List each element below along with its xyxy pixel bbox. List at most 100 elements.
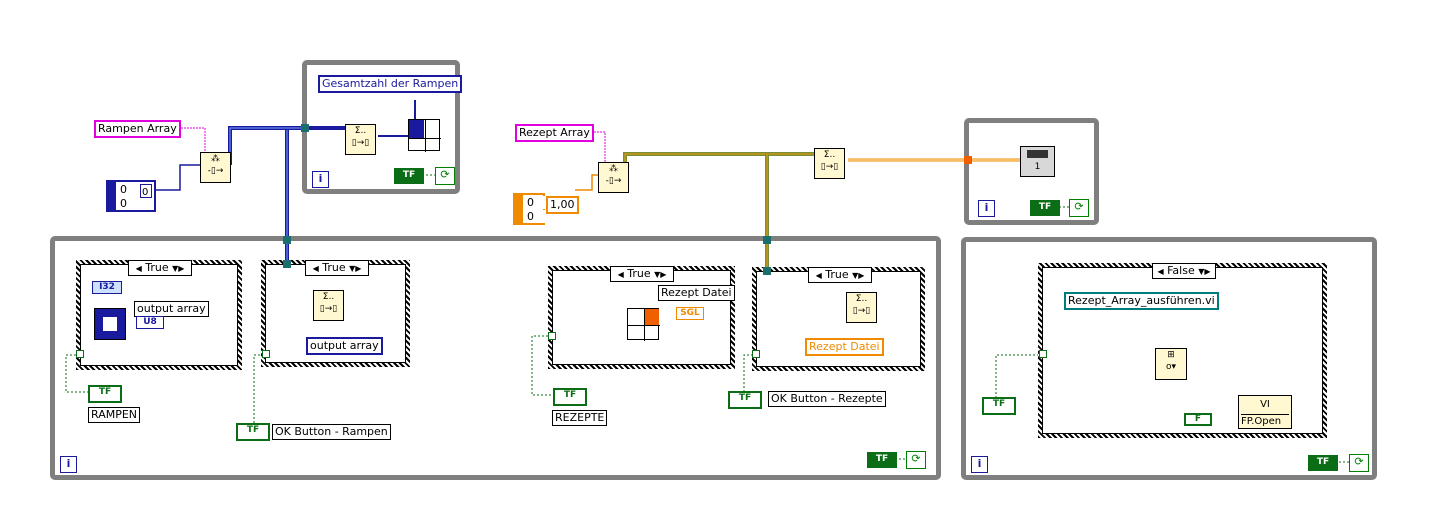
true-constant-main[interactable]: TF [867,452,897,468]
rampen-boolean[interactable]: TF [88,385,122,403]
true-constant-bottom-right[interactable]: TF [1308,455,1338,471]
case-selector-false-label: False [1167,264,1195,277]
output-array-indicator[interactable]: output array [306,337,383,355]
rezept-const-b: 0 [525,210,545,223]
while-loop-bottom-right [961,237,1377,480]
stop-terminal[interactable]: ⟳ [435,167,455,185]
case-selector-3-label: True [627,267,651,280]
build-array-node-rezept[interactable]: ⁂-▯→ [598,162,629,193]
rezept-array-label: Rezept Array [519,126,590,139]
case-selector-1[interactable]: ◀ True ▼▶ [128,260,192,276]
case-selector-terminal [1039,350,1047,358]
vi-path-constant[interactable]: Rezept_Array_ausführen.vi [1064,292,1219,310]
case-dropdown-arrow[interactable]: ▼▶ [852,271,865,280]
rampen-constant-array[interactable]: 0 0 0 [106,180,156,212]
vi-call-node[interactable]: 1 [1020,146,1055,177]
case-selector-3[interactable]: ◀ True ▼▶ [610,266,674,282]
rampen-const-c: 0 [142,187,149,198]
stop-terminal-top-right[interactable]: ⟳ [1069,199,1089,217]
case-dropdown-arrow[interactable]: ▼▶ [172,264,185,273]
tf-glyph: TF [402,170,416,180]
stop-terminal-bottom-right[interactable]: ⟳ [1349,454,1369,472]
u8-indicator[interactable]: U8 [136,316,164,329]
iteration-terminal-main: i [60,456,77,473]
rezepte-boolean[interactable]: TF [553,388,587,406]
rezept-datei-indicator[interactable]: Rezept Datei [805,338,884,356]
array-size-node-case4[interactable]: Σ..▯→▯ [846,292,877,323]
array-size-node[interactable]: Σ..▯→▯ [345,124,376,155]
array-size-node-case2[interactable]: Σ..▯→▯ [313,290,344,321]
tunnel-rezept [763,236,771,244]
case-dropdown-arrow[interactable]: ▼▶ [654,270,667,279]
rampen-array-label: Rampen Array [98,122,177,135]
vi-call-index: 1 [1034,162,1041,172]
output-array-text: output array [310,339,379,352]
right-loop-boolean[interactable]: TF [982,397,1016,415]
case-dropdown-arrow[interactable]: ▼▶ [1198,267,1211,276]
case-selector-2[interactable]: ◀ True ▼▶ [305,260,369,276]
case-selector-terminal [262,350,270,358]
tunnel-orange [964,156,972,164]
false-constant[interactable]: F [1184,413,1212,426]
rampen-boolean-label: RAMPEN [88,407,141,423]
true-constant[interactable]: TF [394,168,424,184]
u8-label: U8 [143,317,157,327]
open-vi-reference-node[interactable]: ⊞o▾ [1155,348,1187,380]
tf-glyph: TF [246,425,260,435]
prev-case-arrow[interactable]: ◀ [1157,267,1164,276]
build-array-node-rampen[interactable]: ⁂-▯→ [200,152,231,183]
rezept-datei-indicator-text: Rezept Datei [809,340,880,353]
iteration-terminal-top-right: i [978,200,995,217]
invoke-node[interactable]: VI FP.Open [1238,395,1292,429]
gesamtzahl-indicator[interactable]: Gesamtzahl der Rampen [318,75,463,93]
invoke-header-text: VI [1260,399,1270,410]
sgl-label: SGL [680,308,700,318]
prev-case-arrow[interactable]: ◀ [617,270,624,279]
rezept-dbl-value: 1,00 [550,198,575,211]
array-size-node-rezept[interactable]: Σ..▯→▯ [814,148,845,179]
sgl-indicator[interactable]: SGL [676,307,704,320]
array-index-node[interactable] [408,119,441,152]
true-constant-top-right[interactable]: TF [1030,200,1060,216]
tf-glyph: TF [98,387,112,397]
prev-case-arrow[interactable]: ◀ [135,264,142,273]
i32-constant[interactable]: I32 [92,281,122,294]
replace-array-node[interactable] [94,308,126,340]
prev-case-arrow[interactable]: ◀ [312,264,319,273]
case-selector-4[interactable]: ◀ True ▼▶ [808,267,872,283]
rezept-dbl-constant[interactable]: 1,00 [546,196,579,214]
gesamtzahl-label: Gesamtzahl der Rampen [322,77,459,90]
tunnel-rampen [283,236,291,244]
prev-case-arrow[interactable]: ◀ [815,271,822,280]
case-selector-1-label: True [145,261,169,274]
stop-glyph: ⟳ [440,168,450,181]
vi-path-text: Rezept_Array_ausführen.vi [1068,294,1215,307]
array-index-node-rezept[interactable] [627,308,660,341]
case-selector-false[interactable]: ◀ False ▼▶ [1152,263,1216,279]
ok-rezepte-boolean[interactable]: TF [728,391,762,409]
i32-label: I32 [99,282,115,292]
ok-rampen-label: OK Button - Rampen [272,424,391,440]
case4-tunnel [763,267,771,275]
rampen-array-control[interactable]: Rampen Array [94,120,181,138]
invoke-node-header: VI [1241,398,1289,412]
stop-terminal-main[interactable]: ⟳ [906,451,926,469]
tf-glyph: TF [1316,457,1330,467]
case1-output-label: output array [134,301,209,317]
case-dropdown-arrow[interactable]: ▼▶ [349,264,362,273]
tunnel [301,124,309,132]
ok-rampen-boolean[interactable]: TF [236,423,270,441]
rezept-array-control[interactable]: Rezept Array [515,124,594,142]
ok-rezepte-name: OK Button - Rezepte [771,392,883,405]
case-selector-terminal [548,332,556,340]
case-selector-2-label: True [322,261,346,274]
ok-rampen-name: OK Button - Rampen [275,425,388,438]
case-selector-terminal [76,350,84,358]
rampen-button-name: RAMPEN [91,408,138,421]
case-selector-4-label: True [825,268,849,281]
ok-rezepte-label: OK Button - Rezepte [768,391,886,407]
while-loop-top-right [964,118,1099,225]
rezepte-name: REZEPTE [555,411,605,424]
tf-glyph: TF [992,399,1006,409]
rezept-constant-array[interactable]: 0 0 [513,193,545,225]
